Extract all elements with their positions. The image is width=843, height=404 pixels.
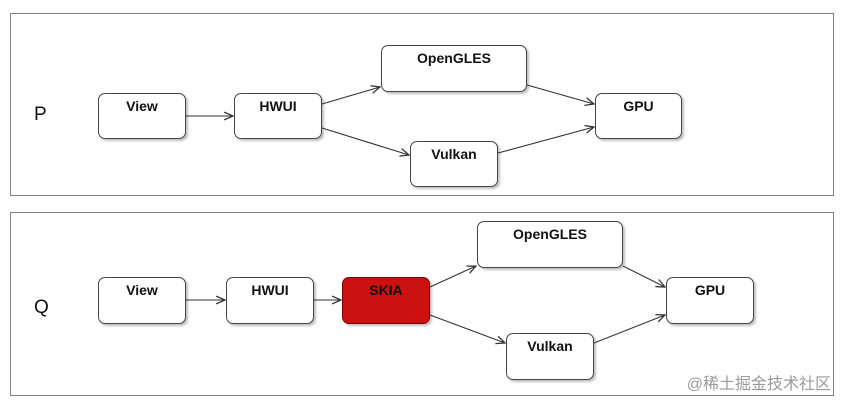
arrow-skia-opengles-q xyxy=(429,266,476,288)
row-label-q: Q xyxy=(34,297,49,318)
arrow-skia-vulkan-q xyxy=(429,314,505,343)
node-vulkan-p: Vulkan xyxy=(410,141,498,187)
arrow-vulkan-gpu-q xyxy=(593,315,665,344)
watermark: @稀土掘金技术社区 xyxy=(686,376,831,393)
node-vulkan-q: Vulkan xyxy=(506,333,594,380)
node-gpu-p: GPU xyxy=(595,93,682,139)
node-gpu-q: GPU xyxy=(666,277,754,324)
arrow-opengles-gpu-q xyxy=(622,265,665,287)
arrow-hwui-opengles-p xyxy=(321,87,380,105)
node-opengles-q: OpenGLES xyxy=(477,221,623,268)
node-hwui-q: HWUI xyxy=(226,277,314,324)
arrow-opengles-gpu-p xyxy=(526,84,594,104)
arrow-hwui-vulkan-p xyxy=(321,127,409,155)
node-view-p: View xyxy=(98,93,186,139)
node-opengles-p: OpenGLES xyxy=(381,45,527,92)
node-view-q: View xyxy=(98,277,186,324)
node-skia-q: SKIA xyxy=(342,277,430,324)
node-hwui-p: HWUI xyxy=(234,93,322,139)
arrow-vulkan-gpu-p xyxy=(497,127,594,154)
row-label-p: P xyxy=(34,104,47,125)
